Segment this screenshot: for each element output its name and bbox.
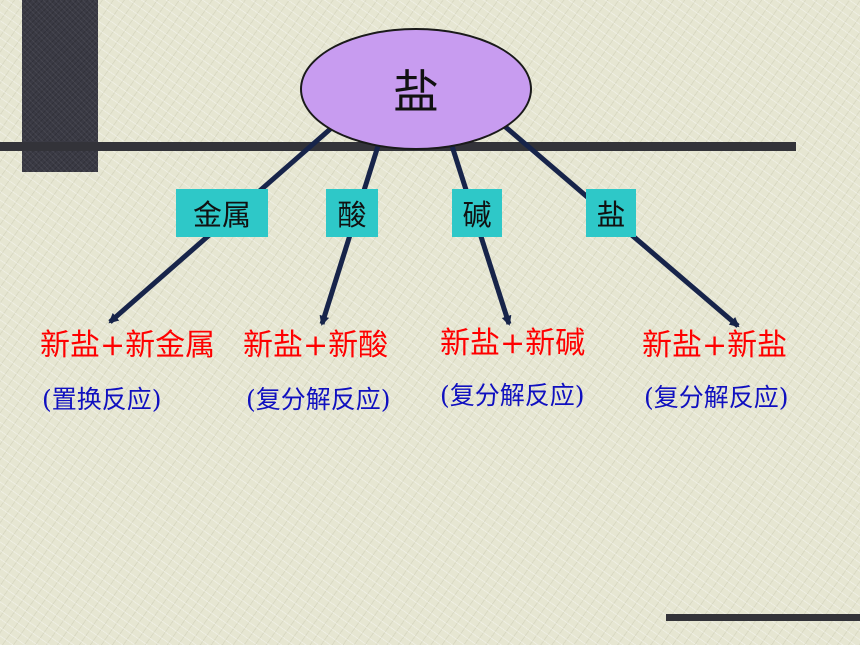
reactant-box-acid: 酸 (326, 189, 378, 237)
bottom-divider-line (666, 614, 860, 621)
reaction-type-salt: (复分解反应) (644, 383, 789, 412)
reactant-label: 金属 (192, 198, 251, 232)
reactant-label: 盐 (596, 198, 626, 232)
product-text-salt: 新盐+新盐 (642, 328, 788, 363)
reactant-box-metal: 金属 (176, 189, 268, 237)
reactant-label: 碱 (462, 198, 492, 232)
root-label: 盐 (393, 65, 439, 119)
reaction-type-metal: (置换反应) (42, 385, 162, 414)
root-salt-node: 盐 (300, 28, 532, 150)
product-text-acid: 新盐+新酸 (243, 328, 389, 363)
product-text-metal: 新盐+新金属 (40, 328, 216, 363)
reactant-box-salt: 盐 (586, 189, 636, 237)
reactant-box-base: 碱 (452, 189, 502, 237)
product-text-base: 新盐+新碱 (440, 326, 586, 361)
reaction-type-base: (复分解反应) (440, 381, 585, 410)
reaction-type-acid: (复分解反应) (246, 385, 391, 414)
reactant-label: 酸 (337, 198, 367, 232)
